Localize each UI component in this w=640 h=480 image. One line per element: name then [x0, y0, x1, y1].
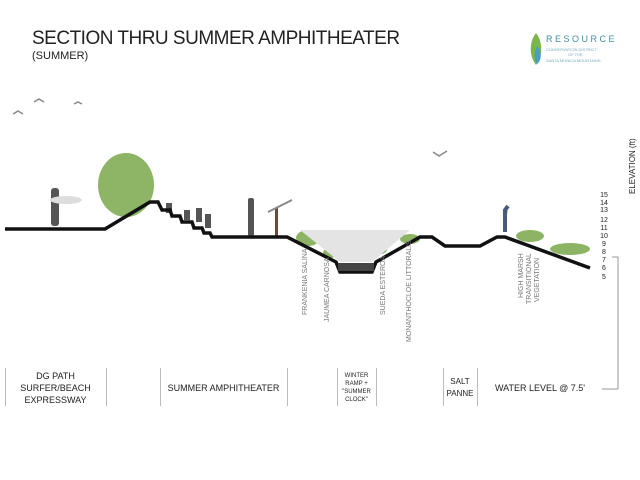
plant-label: MONANTHOCLOE LITTORALIS — [406, 240, 413, 342]
logo-line: SANTA MONICA MOUNTAINS — [546, 58, 601, 63]
elevation-tick: 7 — [602, 257, 606, 264]
zone-label: CLOCK" — [345, 397, 368, 403]
amphitheater-fan — [300, 230, 410, 262]
zone-divider — [106, 368, 107, 406]
zone-label: SALT — [450, 377, 470, 386]
plant-label: VEGETATION — [534, 257, 541, 302]
elevation-tick: 10 — [600, 233, 608, 240]
plant-label: FRANKENIA SALINA — [302, 248, 309, 315]
logo-line: CONSERVATION DISTRICT — [546, 47, 597, 52]
elevation-tick: 13 — [600, 207, 608, 214]
zone-divider — [287, 368, 288, 406]
elevation-tick: 12 — [600, 217, 608, 224]
elevation-tick: 11 — [600, 225, 608, 232]
winter-ramp-fill — [338, 263, 374, 271]
zone-salt-panne: SALT PANNE — [443, 376, 477, 400]
plant-label: JAUMEA CARNOSA — [324, 257, 331, 322]
elevation-tick: 9 — [602, 241, 606, 248]
zone-divider — [477, 368, 478, 406]
ground-profile — [5, 200, 591, 274]
page-title: SECTION THRU SUMMER AMPHITHEATER — [32, 28, 400, 49]
elevation-axis-label: ELEVATION (ft) — [628, 138, 637, 194]
zone-amphitheater: SUMMER AMPHITHEATER — [167, 383, 280, 393]
zone-divider — [337, 368, 338, 406]
water-level-leader — [602, 256, 619, 390]
elevation-tick: 6 — [602, 265, 606, 272]
leaf-drop-icon — [530, 33, 542, 65]
zone-label: SURFER/BEACH — [20, 383, 91, 393]
zone-winter-ramp: WINTER RAMP + "SUMMER CLOCK" — [337, 372, 376, 404]
zone-label: RAMP + — [345, 381, 368, 387]
zone-divider — [160, 368, 161, 406]
zone-label: "SUMMER — [342, 389, 371, 395]
zone-divider — [376, 368, 377, 406]
elevation-tick: 15 — [600, 192, 608, 199]
logo-line: OF THE — [568, 52, 583, 57]
logo-word: RESOURCE — [546, 34, 618, 44]
birds — [12, 98, 448, 157]
zone-water-level: WATER LEVEL @ 7.5' — [494, 383, 586, 393]
logo: RESOURCE CONSERVATION DISTRICT OF THE SA… — [528, 32, 628, 66]
page-subtitle: (SUMMER) — [32, 50, 89, 62]
zone-divider — [443, 368, 444, 406]
zone-divider — [5, 368, 6, 406]
elevation-tick: 14 — [600, 200, 608, 207]
plant-label: HIGH MARSH — [518, 253, 525, 298]
zone-label: EXPRESSWAY — [24, 395, 87, 405]
plant-label: TRANSITIONAL — [526, 253, 533, 304]
elevation-tick: 5 — [602, 274, 606, 281]
people — [50, 188, 510, 238]
zone-label: DG PATH — [36, 371, 75, 381]
plant-label: SUEDA ESTEROA — [380, 255, 387, 315]
zone-dg-path: DG PATH SURFER/BEACH EXPRESSWAY — [5, 370, 106, 406]
zone-label: PANNE — [446, 389, 474, 398]
zone-label: WINTER — [344, 373, 369, 379]
elevation-tick: 8 — [602, 249, 606, 256]
